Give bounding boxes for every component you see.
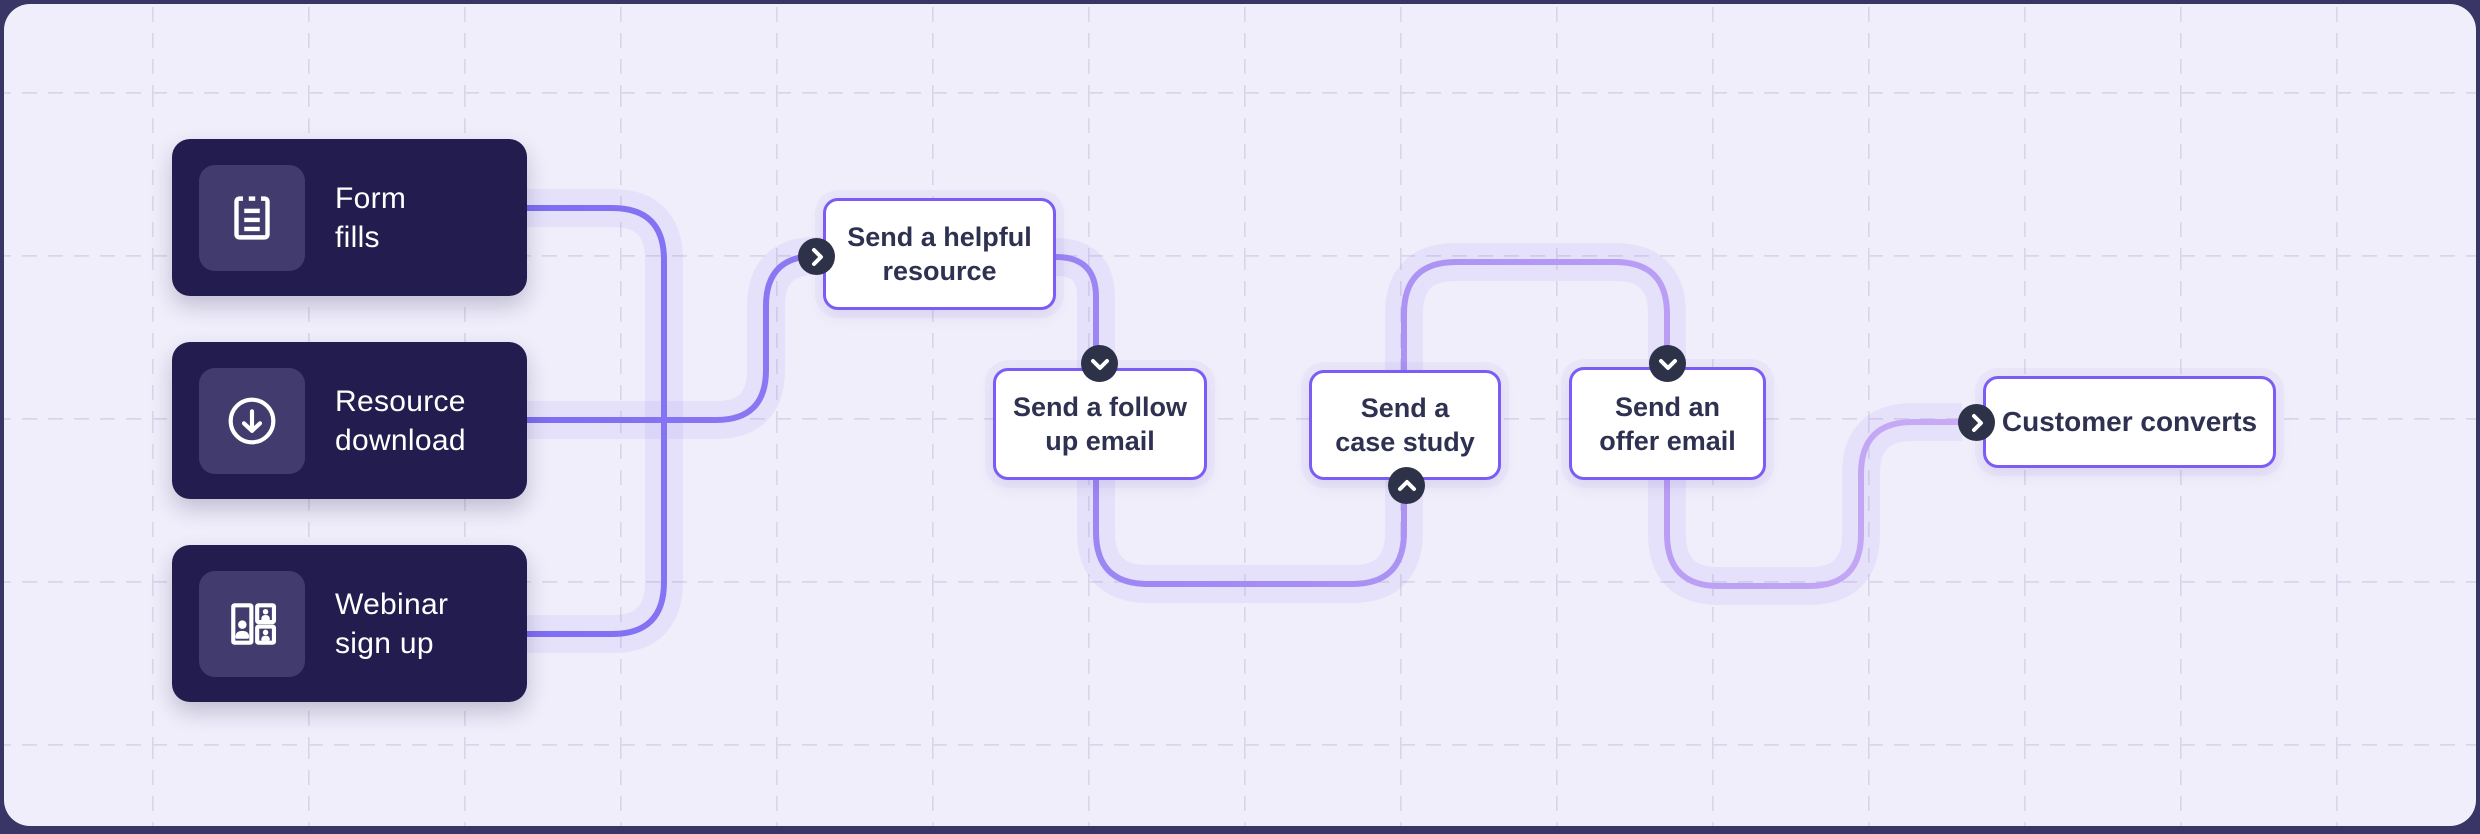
webinar-sign-up-icon-tile [199, 570, 305, 677]
source-label: Form fills [335, 181, 407, 254]
step-node-send-offer-email[interactable]: Send an offer email [1569, 367, 1766, 480]
chevron-right-icon [811, 247, 823, 266]
connector-sources-to-helpful-resource [527, 253, 822, 423]
chevron-down-icon [1090, 358, 1109, 370]
resource-download-icon-tile [199, 367, 305, 474]
chevron-down-icon [1658, 358, 1677, 370]
connector-badge-helpful-resource[interactable] [798, 238, 835, 275]
step-label: Customer converts [2001, 406, 2258, 437]
connector-badge-follow-up-email[interactable] [1081, 345, 1118, 382]
resource-download-icon [228, 397, 276, 444]
source-node-resource-download[interactable]: Resource download [172, 342, 527, 499]
chevron-right-icon [1971, 413, 1983, 432]
step-label: Send a case study [1335, 393, 1475, 457]
connector-lines [527, 205, 1962, 637]
source-node-webinar-sign-up[interactable]: Webinar sign up [172, 545, 527, 702]
form-fills-icon [234, 195, 270, 240]
source-node-form-fills[interactable]: Form fills [172, 139, 527, 296]
step-node-customer-converts[interactable]: Customer converts [1983, 376, 2276, 468]
step-node-send-follow-up-email[interactable]: Send a follow up email [993, 368, 1207, 480]
step-node-send-helpful-resource[interactable]: Send a helpful resource [823, 198, 1056, 310]
source-label: Webinar sign up [335, 587, 449, 660]
connector-badge-offer-email[interactable] [1649, 345, 1686, 382]
source-label: Resource download [335, 384, 466, 457]
connector-main-flow [1055, 254, 1962, 589]
connector-badge-customer-converts[interactable] [1958, 404, 1995, 441]
chevron-up-icon [1397, 479, 1416, 491]
step-label: Send an offer email [1599, 391, 1736, 456]
flow-canvas: Form fills Resource download [4, 4, 2476, 826]
step-node-send-case-study[interactable]: Send a case study [1309, 370, 1501, 480]
connector-badge-case-study[interactable] [1388, 467, 1425, 504]
step-label: Send a helpful resource [847, 222, 1032, 286]
step-label: Send a follow up email [1012, 392, 1187, 456]
form-fills-icon-tile [199, 164, 305, 271]
webinar-sign-up-icon [231, 602, 277, 645]
